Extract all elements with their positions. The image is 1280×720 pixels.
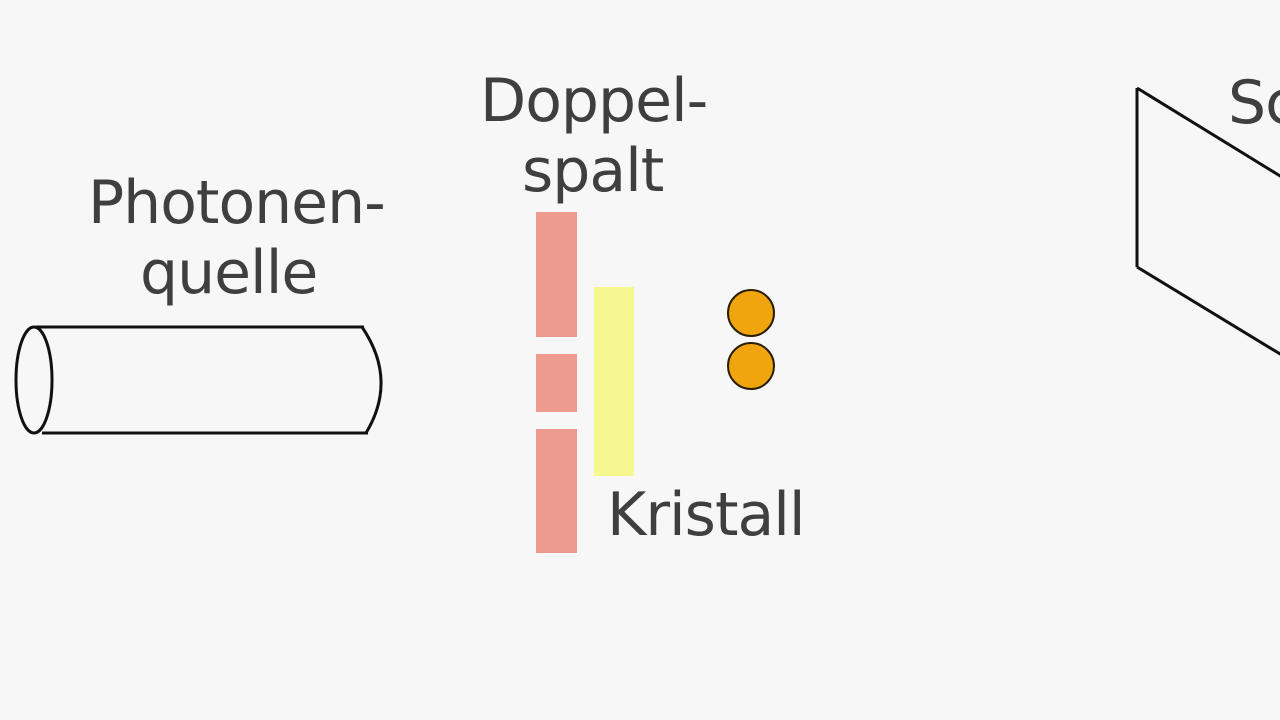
double-slit-label: Doppel- spalt bbox=[480, 66, 708, 206]
photon-source-cylinder bbox=[14, 325, 383, 435]
crystal-label-text: Kristall bbox=[607, 480, 806, 550]
cylinder-back-curve bbox=[360, 326, 383, 434]
slit-barrier-bottom bbox=[536, 429, 577, 553]
detection-screen bbox=[1135, 86, 1280, 356]
photon-pair bbox=[727, 289, 775, 390]
photon-upper bbox=[727, 289, 775, 337]
photon-source-label-line2: quelle bbox=[140, 238, 318, 308]
screen-label-text: Sc bbox=[1228, 68, 1280, 138]
double-slit-label-line1: Doppel- bbox=[480, 66, 708, 136]
photon-lower bbox=[727, 342, 775, 390]
photon-source-label: Photonen- quelle bbox=[88, 168, 386, 308]
double-slit bbox=[536, 212, 577, 553]
slit-barrier-middle bbox=[536, 354, 577, 412]
double-slit-label-line2: spalt bbox=[522, 136, 664, 206]
crystal-label: Kristall bbox=[607, 480, 806, 550]
crystal-block bbox=[594, 287, 634, 476]
photon-source-label-line1: Photonen- bbox=[88, 168, 386, 238]
screen-top-edge bbox=[1136, 86, 1280, 178]
screen-label: Sc bbox=[1228, 68, 1280, 138]
slit-barrier-top bbox=[536, 212, 577, 337]
cylinder-front-face bbox=[14, 325, 54, 435]
screen-bottom-edge bbox=[1136, 265, 1280, 356]
